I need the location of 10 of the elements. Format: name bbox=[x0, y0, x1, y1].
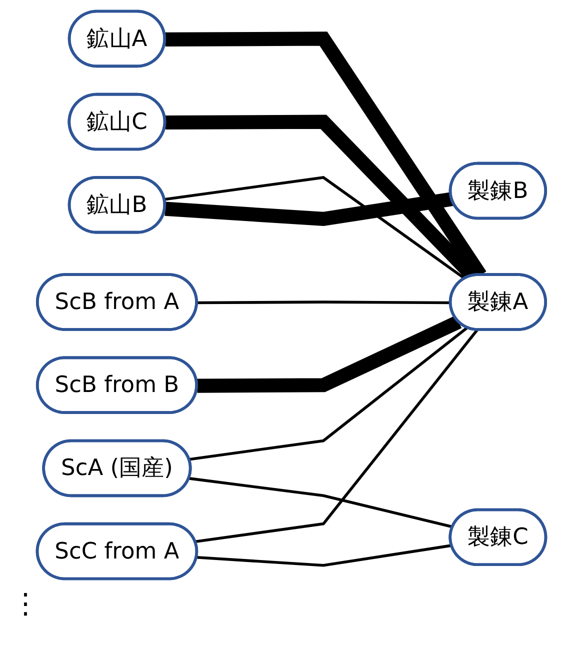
connector bbox=[196, 544, 452, 567]
vertical-ellipsis: ⋮ bbox=[12, 590, 40, 618]
connector bbox=[165, 32, 486, 280]
connector bbox=[197, 315, 462, 393]
connector bbox=[195, 329, 478, 544]
connector bbox=[164, 192, 454, 226]
connector bbox=[164, 176, 466, 280]
connector bbox=[197, 300, 451, 304]
connector bbox=[189, 326, 468, 461]
connector bbox=[189, 477, 454, 528]
